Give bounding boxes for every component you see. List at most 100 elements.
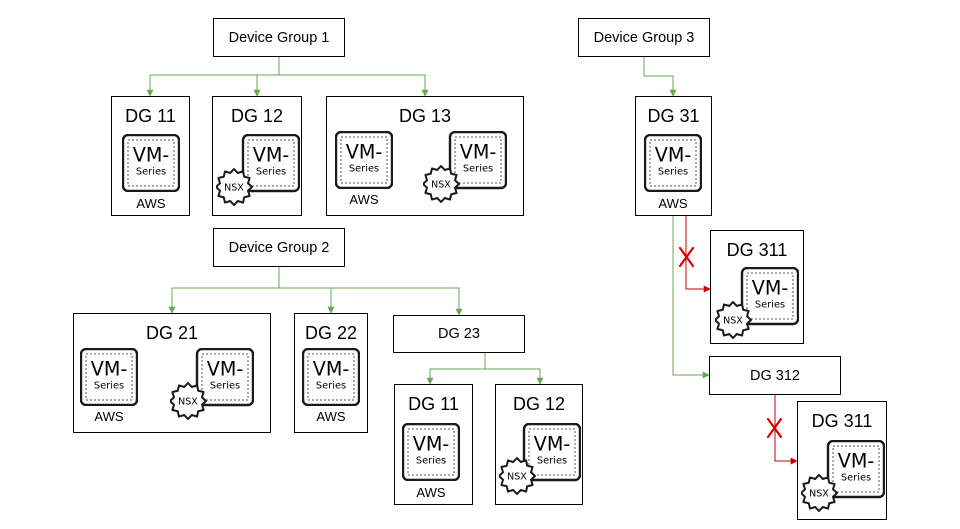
vm-series-text: VM-: [207, 357, 244, 380]
connector-dg1-dg12: [253, 74, 279, 97]
connector-dg1-dg13: [279, 74, 429, 97]
dg-11-box: DG 11 VM-Series AWS: [394, 384, 473, 505]
aws-label: AWS: [94, 409, 124, 424]
dg-11-box: DG 11 VM-Series AWS: [111, 96, 190, 216]
dg-31-box: DG 31 VM-Series AWS: [635, 96, 712, 216]
connector-dg2-dg23: [331, 287, 463, 316]
dg-23-box: DG 23: [393, 315, 525, 353]
vm-series-subtext: Series: [136, 167, 166, 178]
aws-label: AWS: [316, 409, 346, 424]
dg-311-label: DG 311: [811, 411, 873, 431]
dg-23-label: DG 23: [438, 326, 480, 342]
nsx-gear-icon: [800, 474, 838, 512]
connector-dg31-dg312: [672, 215, 710, 379]
aws-label: AWS: [658, 196, 688, 211]
vm-series-subtext: Series: [94, 381, 124, 392]
vm-series-text: VM-: [313, 357, 350, 380]
vm-series-subtext: Series: [316, 381, 346, 392]
dg-11-label: DG 11: [408, 394, 459, 414]
vm-series-text: VM-: [346, 140, 383, 163]
connector-dg1-dg11: [146, 57, 280, 97]
nsx-text: NSX: [809, 489, 829, 500]
device-group-3-label: Device Group 3: [593, 30, 695, 46]
vm-series-text: VM-: [838, 449, 875, 472]
vm-series-text: VM-: [91, 357, 128, 380]
vm-series-subtext: Series: [349, 164, 379, 175]
aws-label: AWS: [136, 196, 166, 211]
vm-series-subtext: Series: [416, 456, 446, 467]
nsx-gear-icon: [498, 457, 536, 495]
blocked-connector-dg31-dg311: [685, 215, 711, 293]
nsx-gear-icon: [215, 168, 253, 206]
connector-dg3-dg31: [643, 57, 677, 97]
nsx-text: NSX: [431, 180, 451, 191]
nsx-text: NSX: [507, 472, 527, 483]
vm-series-subtext: Series: [755, 300, 785, 311]
vm-series-icon: VM-Series: [401, 422, 461, 482]
aws-label: AWS: [416, 485, 446, 500]
dg-312-label: DG 312: [750, 368, 800, 384]
device-group-2-box: Device Group 2: [213, 228, 345, 267]
vm-series-subtext: Series: [537, 456, 567, 467]
vm-series-icon: VM-Series: [334, 130, 394, 190]
blocked-connector-dg312-dg311: [774, 395, 798, 465]
connector-dg23-dg12: [485, 368, 544, 385]
vm-series-subtext: Series: [463, 164, 493, 175]
vm-series-text: VM-: [460, 140, 497, 163]
nsx-text: NSX: [723, 316, 743, 327]
vm-series-subtext: Series: [658, 167, 688, 178]
connector-dg2-dg22: [279, 287, 335, 314]
nsx-text: NSX: [224, 183, 244, 194]
nsx-gear-icon: [422, 165, 460, 203]
dg-12-label: DG 12: [512, 394, 566, 414]
vm-series-text: VM-: [133, 143, 170, 166]
connector-dg2-dg21: [168, 266, 280, 314]
dg-311-label: DG 311: [726, 240, 788, 260]
nsx-gear-icon: [169, 382, 207, 420]
device-group-3-box: Device Group 3: [578, 18, 710, 57]
dg-21-label: DG 21: [145, 323, 199, 343]
vm-series-icon: VM-Series: [121, 133, 181, 193]
vm-series-text: VM-: [253, 143, 290, 166]
vm-series-icon: VM-Series: [643, 133, 703, 193]
dg-11-label: DG 11: [125, 106, 176, 126]
dg-12-label: DG 12: [230, 106, 284, 126]
dg-312-box: DG 312: [709, 356, 841, 395]
nsx-gear-icon: [714, 301, 752, 339]
nsx-text: NSX: [178, 397, 198, 408]
vm-series-text: VM-: [655, 143, 692, 166]
blocked-x-mark-2: [766, 417, 783, 439]
vm-series-text: VM-: [413, 432, 450, 455]
device-group-1-label: Device Group 1: [228, 30, 330, 46]
connector-dg23-dg11: [426, 353, 486, 385]
aws-label: AWS: [349, 192, 379, 207]
dg-22-label: DG 22: [304, 323, 358, 343]
vm-series-subtext: Series: [210, 381, 240, 392]
blocked-x-mark-1: [678, 246, 695, 268]
vm-series-subtext: Series: [841, 473, 871, 484]
dg-31-label: DG 31: [647, 106, 700, 126]
device-group-2-label: Device Group 2: [228, 240, 330, 256]
vm-series-icon: VM-Series: [301, 347, 361, 407]
dg-22-box: DG 22 VM-Series AWS: [294, 313, 368, 433]
dg-13-label: DG 13: [398, 106, 452, 126]
vm-series-text: VM-: [534, 432, 571, 455]
device-group-1-box: Device Group 1: [213, 18, 345, 57]
vm-series-icon: VM-Series: [79, 347, 139, 407]
vm-series-text: VM-: [752, 276, 789, 299]
vm-series-subtext: Series: [256, 167, 286, 178]
